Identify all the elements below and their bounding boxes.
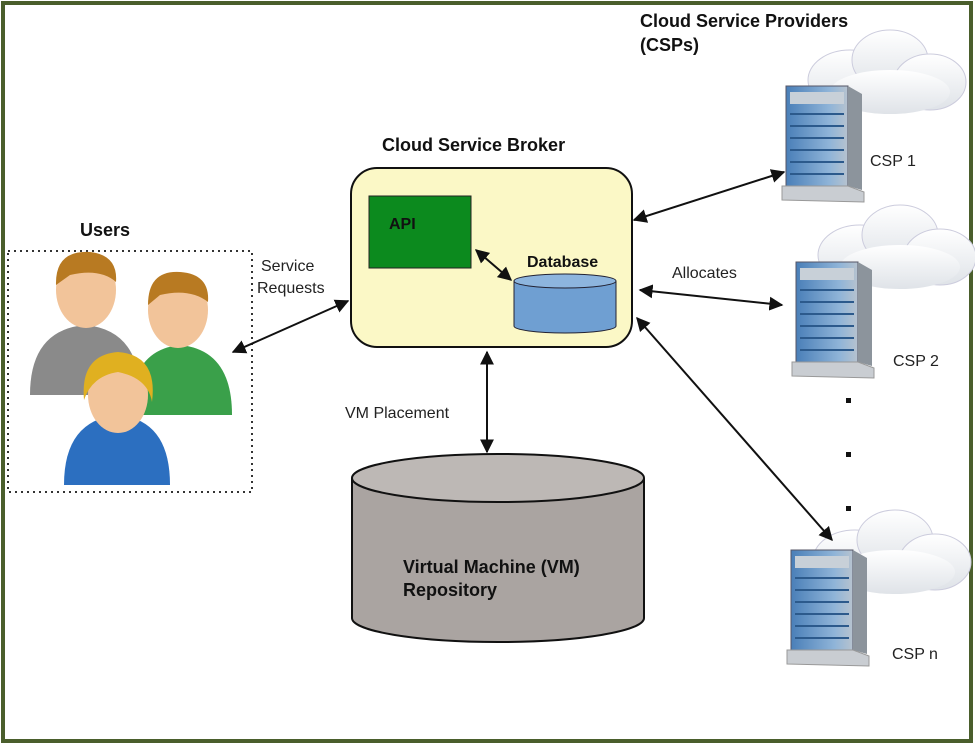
broker-title: Cloud Service Broker [382,135,565,155]
database-label: Database [527,254,598,271]
users-box [7,250,253,493]
csp-label: CSP 1 [870,153,916,170]
api-label: API [389,216,416,233]
repository-label-2: Repository [403,580,497,600]
csp-2: CSP 2 [791,204,975,379]
users-title: Users [80,220,130,240]
vm-repository-cylinder [351,453,645,643]
api-box [368,195,472,269]
providers-title: Cloud Service Providers [640,11,848,31]
csp-1: CSP 1 [781,29,967,203]
broker-csp2-arrow [638,284,784,311]
users-icon [30,251,232,485]
allocates-label: Allocates [672,265,737,282]
repository-label-1: Virtual Machine (VM) [403,557,580,577]
ellipsis-dots [846,398,851,511]
server-icon [791,261,875,379]
broker-cspn-arrow [636,316,833,542]
broker-csp1-arrow [632,169,786,223]
users-broker-arrow [231,299,350,354]
csp-label: CSP 2 [893,353,939,370]
vm-placement-label: VM Placement [345,405,450,422]
providers-subtitle: (CSPs) [640,35,699,55]
server-icon [786,549,870,667]
server-icon [781,85,865,203]
service-requests-label-2: Requests [257,280,325,297]
database-cylinder [513,273,617,334]
api-database-arrow [474,249,513,281]
csp-label: CSP n [892,646,938,663]
csp-n: CSP n [786,509,972,667]
service-requests-label-1: Service [261,258,314,275]
